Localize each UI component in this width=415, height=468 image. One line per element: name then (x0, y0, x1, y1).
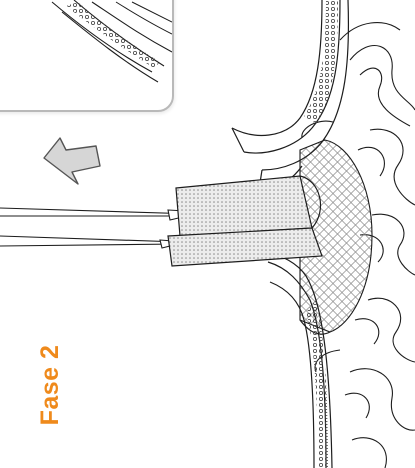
inset-panel (0, 0, 174, 112)
phase-label-container: Fase 2 (25, 330, 65, 440)
mesh-patch (168, 176, 322, 266)
fat-layer-upper (304, 0, 338, 124)
inset-illustration (0, 0, 172, 110)
arrow-up-left-icon (44, 138, 100, 184)
phase-label: Fase 2 (30, 330, 70, 440)
